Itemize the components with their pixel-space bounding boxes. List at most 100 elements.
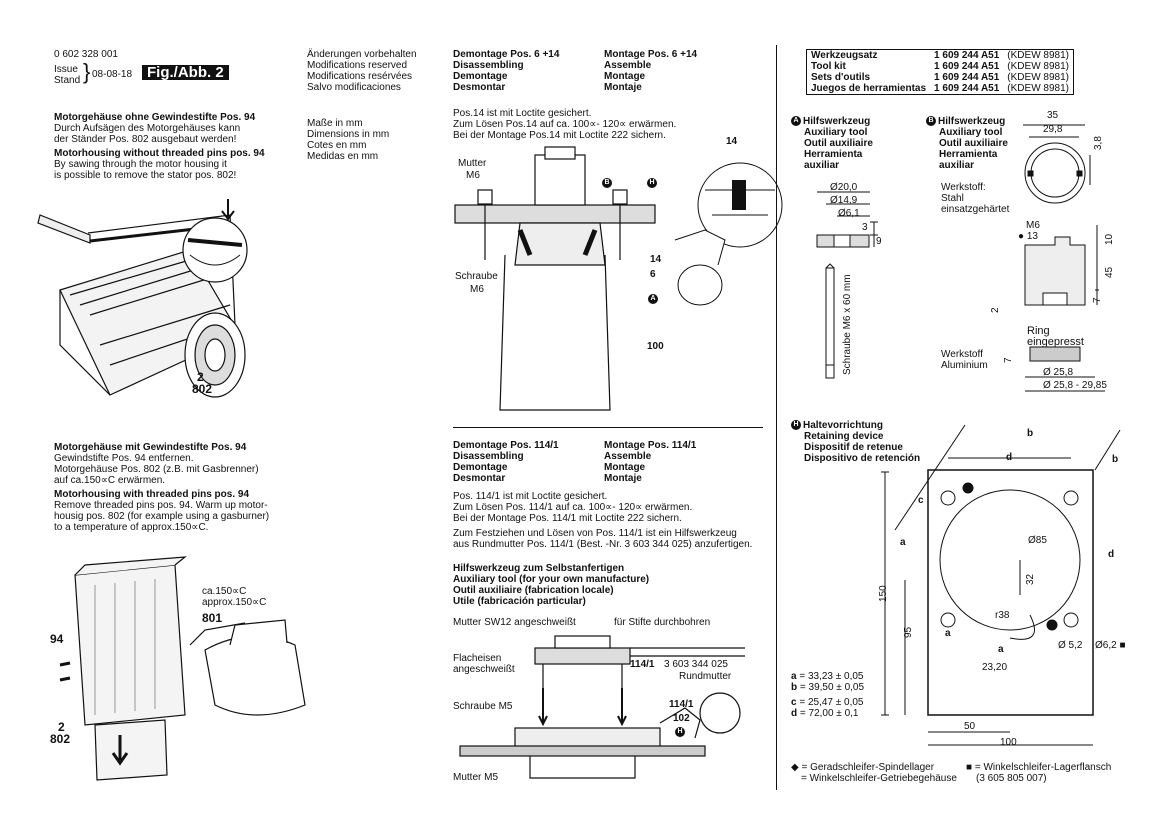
legend-diamond: ◆ = Geradschleifer-Spindellager = Winkel… <box>791 762 957 784</box>
en-line: By sawing through the motor housing it <box>54 159 227 170</box>
divider <box>453 427 763 428</box>
tool-h-es: Dispositivo de retención <box>804 453 921 464</box>
dim-a3: a <box>998 644 1004 655</box>
issue-label: Issue <box>54 64 78 75</box>
montage-en: Assemble <box>604 451 652 462</box>
tool-a-fr: Outil auxiliaire <box>804 138 873 149</box>
kit-name: Sets d'outils <box>811 72 871 83</box>
b-badge-icon: B <box>602 178 612 189</box>
tool-h-fr: Dispositif de retenue <box>804 442 903 453</box>
ring-material: Werkstoff Aluminium <box>941 349 988 371</box>
diamond-icon: ● <box>1018 231 1025 242</box>
changes-de: Änderungen vorbehalten <box>307 49 417 60</box>
dim-13: ● 13 <box>1018 231 1038 242</box>
figure-label: Fig./Abb. 2 <box>142 65 229 80</box>
value: = 39,50 ± 0,05 <box>799 682 865 693</box>
tolerance-b: b = 39,50 ± 0,05 <box>791 682 864 693</box>
tool-kit-box: Werkzeugsatz 1 609 244 A51 (KDEW 8981) Too… <box>806 49 1074 95</box>
tool-a-es: Herramienta <box>804 149 863 160</box>
material-hardened: einsatzgehärtet <box>941 204 1010 215</box>
issue-date: 08-08-18 <box>92 69 133 80</box>
screw-label: Schraube M6 x 60 mm <box>842 274 853 375</box>
dim-20: Ø20,0 <box>830 182 858 193</box>
aux-en: Auxiliary tool (for your own manufacture… <box>453 574 650 585</box>
label-mutter-sw12: Mutter SW12 angeschweißt <box>453 617 576 628</box>
changes-fr: Modifications resérvées <box>307 71 413 82</box>
kit-code: (KDEW 8981) <box>1007 50 1069 61</box>
montage-6-14: Montage Pos. 6 +14 Assemble Montage Mont… <box>604 49 697 93</box>
dim-32: 32 <box>1025 573 1036 585</box>
demontage-114: Demontage Pos. 114/1 Disassembling Demon… <box>453 440 559 484</box>
dim-95: 95 <box>903 626 914 638</box>
dim-14-9: Ø14,9 <box>830 195 858 206</box>
note-line: aus Rundmutter Pos. 114/1 (Best. -Nr. 3 … <box>453 539 753 550</box>
legend-square: ■ = Winkelschleifer-Lagerflansch (3 605 … <box>966 762 1111 784</box>
pos-802: 802 <box>192 382 213 396</box>
tool-b-es: Herramienta <box>939 149 998 160</box>
tolerance-d: d = 72,00 ± 0,1 <box>791 708 864 719</box>
en-line: Remove threaded pins pos. 94. Warm up mo… <box>54 500 268 511</box>
dim-35: 35 <box>1047 110 1059 121</box>
kit-number: 1 609 244 A51 <box>934 61 1000 72</box>
units-en: Dimensions in mm <box>307 129 390 140</box>
aux-tool-title: Hilfswerkzeug zum Selbstanfertigen Auxil… <box>453 563 649 607</box>
brace: } <box>83 59 91 84</box>
tolerance-a: a = 33,23 ± 0,05 <box>791 671 864 682</box>
dim-r38: r38 <box>995 610 1010 621</box>
dim-85: Ø85 <box>1028 535 1047 546</box>
tool-b-material: Werkstoff: Stahl einsatzgehärtet <box>941 182 1009 215</box>
label-stifte: für Stifte durchbohren <box>614 617 711 628</box>
kit-name: Werkzeugsatz <box>811 50 878 61</box>
retaining-device-drawing <box>881 424 1121 746</box>
dim-m6: M6 <box>1026 220 1040 231</box>
ring-label: Ring eingepresst <box>1027 326 1084 348</box>
dim-100: 100 <box>1000 737 1017 748</box>
units-fr: Cotes en mm <box>307 140 367 151</box>
note-line: Zum Festziehen und Lösen von Pos. 114/1 … <box>453 528 737 539</box>
legend-line: = Winkelschleifer-Getriebegehäuse <box>801 773 957 784</box>
tool-a-es2: auxiliar <box>804 160 840 171</box>
label-flacheisen: Flacheisen <box>453 653 502 664</box>
material-steel: Stahl <box>941 193 964 204</box>
pos-14-top: 14 <box>726 136 738 147</box>
demontage-fr: Demontage <box>453 71 508 82</box>
dim-b2: b <box>1112 454 1119 465</box>
dim-c: c <box>918 495 924 506</box>
badge-h2: H <box>675 727 687 738</box>
note-line: Bei der Montage Pos. 114/1 mit Loctite 2… <box>453 513 682 524</box>
dim-7: 7 <box>1092 297 1103 303</box>
kit-name: Tool kit <box>811 61 846 72</box>
notes-114: Pos. 114/1 ist mit Loctite gesichert. Zu… <box>453 491 752 550</box>
montage-title: Montage Pos. 6 +14 <box>604 49 698 60</box>
aux-de: Hilfswerkzeug zum Selbstanfertigen <box>453 563 625 574</box>
montage-114: Montage Pos. 114/1 Assemble Montage Mont… <box>604 440 696 484</box>
changes-reserved: Änderungen vorbehalten Modifications res… <box>307 49 417 93</box>
round-nut-tool-drawing <box>459 635 745 779</box>
de-line: auf ca.150∝C erwärmen. <box>54 475 166 486</box>
demontage-title: Demontage Pos. 114/1 <box>453 440 559 451</box>
square-icon: ■ <box>966 762 973 773</box>
label-schraube: Schraube <box>455 271 498 282</box>
dim-6-1: Ø6,1 <box>838 208 860 219</box>
tool-b-de: Hilfswerkzeug <box>938 116 1006 127</box>
kit-code: (KDEW 8981) <box>1007 72 1069 83</box>
en-line: housig pos. 802 (for example using a gas… <box>54 511 270 522</box>
montage-title: Montage Pos. 114/1 <box>604 440 697 451</box>
tool-h-en: Retaining device <box>804 431 884 442</box>
label-angeschweisst: angeschweißt <box>453 664 515 675</box>
pos-114-1b: 114/1 <box>669 699 694 710</box>
legend-line: = Winkelschleifer-Lagerflansch <box>974 762 1112 773</box>
dim-a2: a <box>945 628 951 639</box>
dim-150: 150 <box>878 585 889 602</box>
h-badge-icon: H <box>647 178 657 189</box>
h-badge-icon: H <box>791 420 801 431</box>
dim-10: 10 <box>1104 233 1115 245</box>
montage-fr: Montage <box>604 71 646 82</box>
pos-802b: 802 <box>50 732 71 746</box>
kit-number: 1 609 244 A51 <box>934 83 1000 94</box>
tool-h-de: Haltevorrichtung <box>803 420 884 431</box>
label-mutter: Mutter <box>458 158 487 169</box>
dim-5-2: Ø 5,2 <box>1058 640 1083 651</box>
b-badge-icon: B <box>926 116 936 127</box>
en-title: Motorhousing with threaded pins pos. 94 <box>54 489 250 500</box>
